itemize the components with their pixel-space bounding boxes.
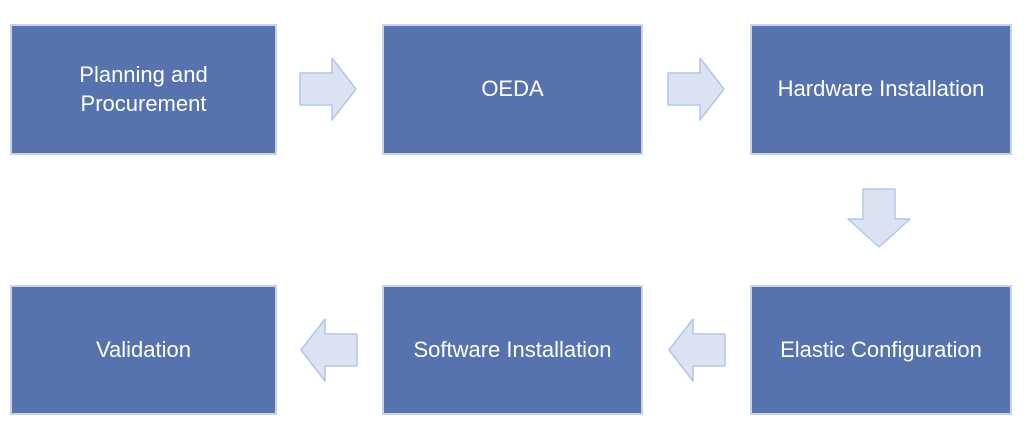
arrow-right-icon — [667, 57, 725, 121]
arrow-right-shape — [299, 57, 357, 121]
arrow-right-shape — [667, 57, 725, 121]
node-software-installation: Software Installation — [382, 285, 643, 415]
node-label: Elastic Configuration — [780, 336, 982, 362]
arrow-down-icon — [847, 188, 911, 248]
arrow-left-shape — [300, 318, 358, 382]
node-oeda: OEDA — [382, 24, 643, 155]
arrow-left-icon — [300, 318, 358, 382]
node-label: Validation — [96, 336, 191, 362]
arrow-left-icon — [668, 318, 726, 382]
node-hardware-installation: Hardware Installation — [750, 24, 1012, 155]
node-label: Planning and Procurement — [79, 61, 208, 116]
arrow-right-icon — [299, 57, 357, 121]
arrow-left-shape — [668, 318, 726, 382]
node-label: Software Installation — [413, 336, 612, 362]
node-label: OEDA — [481, 76, 544, 102]
node-validation: Validation — [10, 285, 277, 415]
node-label: Hardware Installation — [777, 76, 985, 102]
node-elastic-configuration: Elastic Configuration — [750, 285, 1012, 415]
node-planning-and-procurement: Planning and Procurement — [10, 24, 277, 155]
arrow-down-shape — [847, 188, 911, 248]
